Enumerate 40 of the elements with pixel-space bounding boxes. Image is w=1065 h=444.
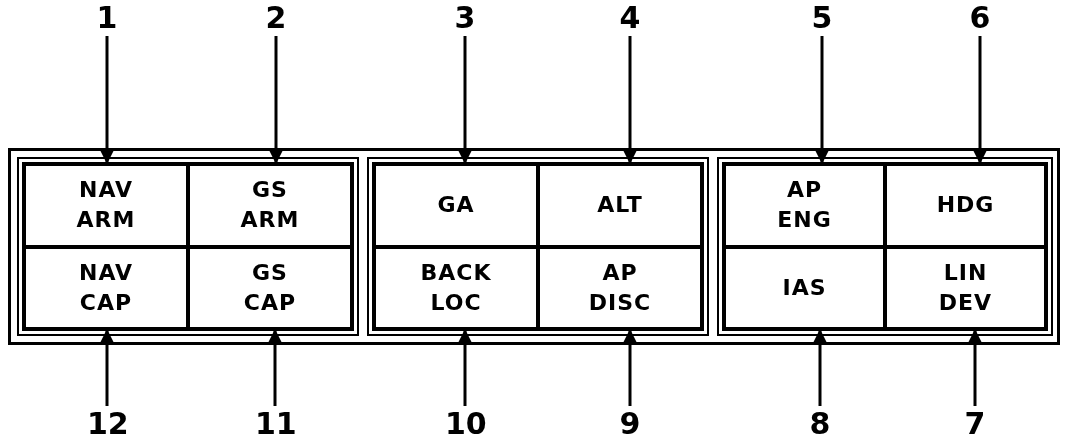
leader-arrow [972,36,988,164]
annunciator-light: BACK LOC [374,246,538,329]
annunciator-light: LIN DEV [885,246,1046,329]
leader-arrow [268,36,284,164]
callout-number: 12 [87,408,127,440]
annunciator-light: HDG [885,164,1046,247]
annunciator-light: ALT [538,164,702,247]
callout-number: 5 [802,2,842,34]
leader-arrow [812,329,828,406]
leader-arrow [967,329,983,406]
leader-arrow [267,329,283,406]
callout-number: 1 [87,2,127,34]
callout-number: 2 [256,2,296,34]
annunciator-light: NAV ARM [24,164,188,247]
leader-arrow [99,329,115,406]
callout-number: 3 [445,2,485,34]
light-group-frame [17,157,359,336]
annunciator-panel [8,148,1060,345]
light-group-frame [717,157,1053,336]
annunciator-light: IAS [724,246,885,329]
annunciator-light: GS CAP [188,246,352,329]
annunciator-light: AP ENG [724,164,885,247]
callout-number: 10 [445,408,485,440]
annunciator-light: GA [374,164,538,247]
annunciator-light: AP DISC [538,246,702,329]
leader-arrow [457,329,473,406]
callout-number: 11 [255,408,295,440]
callout-number: 6 [960,2,1000,34]
annunciator-light: NAV CAP [24,246,188,329]
callout-number: 9 [610,408,650,440]
leader-arrow [99,36,115,164]
leader-arrow [622,329,638,406]
callout-number: 7 [955,408,995,440]
leader-arrow [622,36,638,164]
callout-number: 4 [610,2,650,34]
leader-arrow [814,36,830,164]
light-group-frame [367,157,709,336]
callout-number: 8 [800,408,840,440]
annunciator-light: GS ARM [188,164,352,247]
leader-arrow [457,36,473,164]
